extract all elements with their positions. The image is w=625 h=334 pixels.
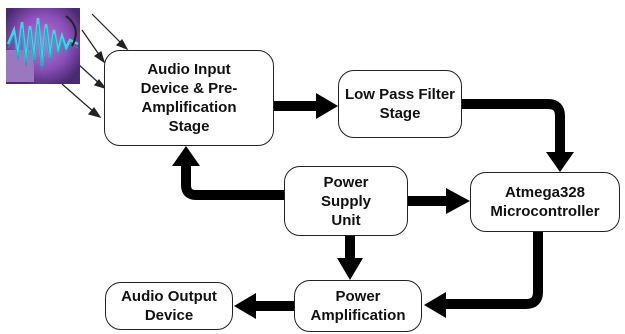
arrowhead-output <box>234 293 256 319</box>
arrowhead-input-bottom <box>172 146 200 166</box>
arrowhead-amp-right <box>424 292 446 318</box>
low-pass-filter-block: Low Pass Filter Stage <box>338 70 462 138</box>
arrowhead-filter <box>316 93 338 119</box>
audio-input-preamp-block: Audio Input Device & Pre- Amplification … <box>104 50 274 146</box>
arrow-filter-to-mcu <box>462 99 565 154</box>
arrowhead-amp-top <box>337 258 363 280</box>
audio-output-block: Audio Output Device <box>105 282 233 330</box>
arrow-psu-to-input <box>181 164 284 200</box>
microcontroller-block: Atmega328 Microcontroller <box>470 172 620 232</box>
arrow-mcu-to-amp <box>444 232 543 309</box>
power-amplification-block: Power Amplification <box>294 280 422 332</box>
audio-waveform-icon <box>6 8 80 84</box>
arrowhead-mcu-left <box>446 188 470 214</box>
arrowhead-mcu-top <box>546 152 574 172</box>
power-supply-block: Power Supply Unit <box>284 166 408 236</box>
signal-input-arrows <box>61 13 129 119</box>
